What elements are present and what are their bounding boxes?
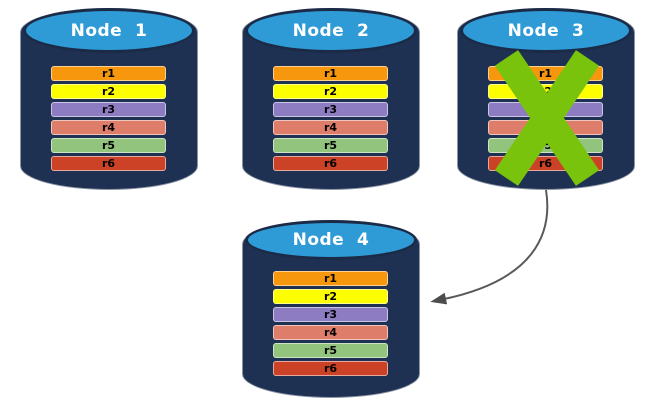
node-title: Node 2	[292, 20, 370, 41]
node-2: Node 2 r1 r2 r3 r4 r5 r6	[242, 8, 420, 190]
replica-bar: r6	[51, 156, 166, 171]
replica-bar: r3	[273, 307, 388, 322]
replica-bar: r1	[51, 66, 166, 81]
replica-bar: r2	[273, 289, 388, 304]
node-title: Node 4	[292, 230, 370, 250]
node-4: Node 4 r1 r2 r3 r4 r5 r6	[242, 220, 420, 398]
replica-bar: r4	[273, 120, 388, 135]
replica-bar: r5	[51, 138, 166, 153]
cylinder-top: Node 3	[460, 8, 632, 53]
replica-list: r1 r2 r3 r4 r5 r6	[51, 66, 166, 174]
replica-bar: r5	[273, 343, 388, 358]
cylinder-top: Node 4	[245, 220, 417, 260]
replica-bar: r1	[273, 271, 388, 286]
node-title: Node 1	[70, 20, 148, 41]
replica-bar: r3	[273, 102, 388, 117]
replica-list: r1 r2 r3 r4 r5 r6	[273, 271, 388, 379]
cylinder-top: Node 1	[23, 8, 195, 53]
replica-list: r1 r2 r3 r4 r5 r6	[273, 66, 388, 174]
cylinder-top: Node 2	[245, 8, 417, 53]
replica-bar: r4	[273, 325, 388, 340]
replica-bar: r3	[51, 102, 166, 117]
replica-bar: r5	[273, 138, 388, 153]
node-3: Node 3 r1 r2 r3 r4 r5 r6	[457, 8, 635, 190]
replica-bar: r2	[51, 84, 166, 99]
replica-bar: r4	[51, 120, 166, 135]
replica-bar: r6	[273, 156, 388, 171]
replica-bar: r2	[273, 84, 388, 99]
node-1: Node 1 r1 r2 r3 r4 r5 r6	[20, 8, 198, 190]
node-title: Node 3	[507, 20, 585, 41]
replica-bar: r1	[273, 66, 388, 81]
replica-bar: r6	[273, 361, 388, 376]
